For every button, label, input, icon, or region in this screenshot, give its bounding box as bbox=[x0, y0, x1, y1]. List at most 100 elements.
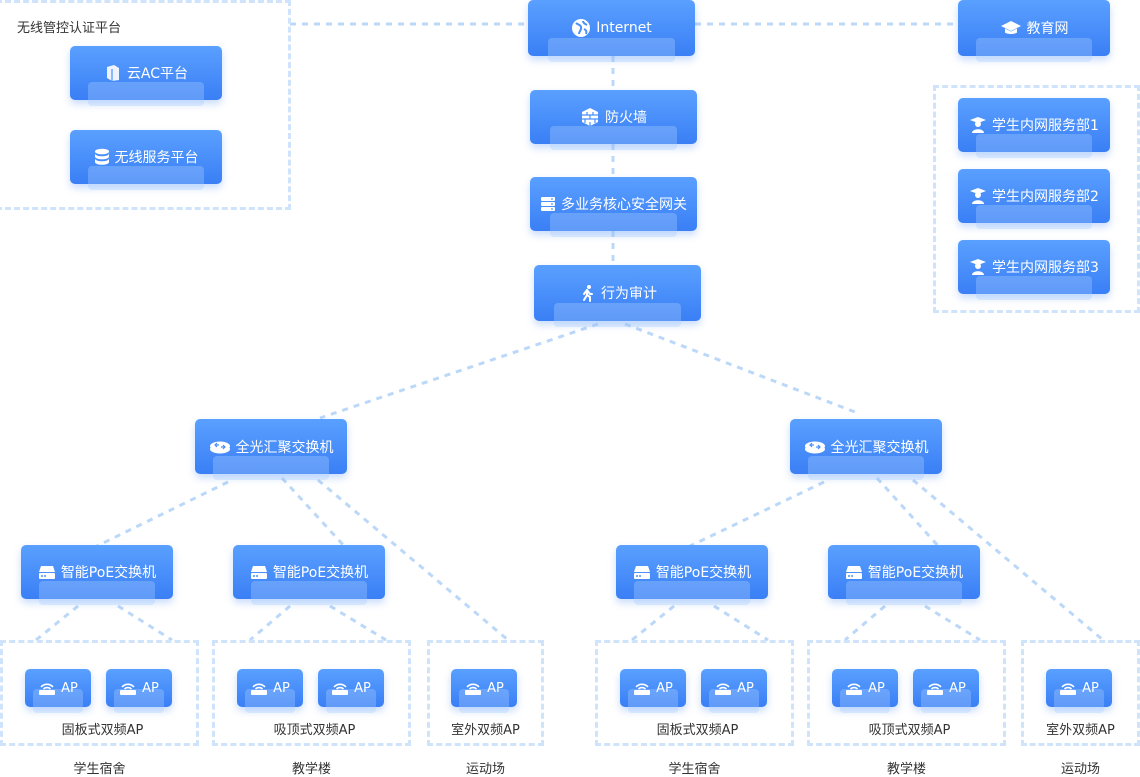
student-server-label: 学生内网服务部2 bbox=[992, 189, 1099, 205]
ap-zone-outdoor-left bbox=[427, 640, 544, 746]
ap-group-caption: 室外双频AP bbox=[1046, 723, 1115, 738]
ap-label: AP bbox=[737, 680, 754, 696]
area-label-teaching: 教学楼 bbox=[291, 762, 331, 777]
aggregation-switch-label: 全光汇聚交换机 bbox=[830, 439, 929, 456]
ap-group-caption: 吸顶式双频AP bbox=[868, 723, 951, 738]
poe-switch-2[interactable]: 智能PoE交换机 bbox=[233, 545, 385, 605]
wireless-service-label: 无线服务平台 bbox=[114, 150, 199, 166]
ap-group-caption: 室外双频AP bbox=[451, 723, 520, 738]
student-server-zone bbox=[933, 85, 1140, 313]
access-point-icon bbox=[119, 681, 137, 695]
globe-icon bbox=[571, 18, 591, 38]
platform-group-title: 无线管控认证平台 bbox=[17, 21, 122, 36]
ap-zone-outdoor-right bbox=[1021, 640, 1140, 746]
ap-node[interactable]: AP bbox=[106, 669, 172, 713]
ap-node[interactable]: AP bbox=[237, 669, 303, 713]
firewall-icon bbox=[580, 107, 600, 127]
ap-label: AP bbox=[142, 680, 159, 696]
book-icon bbox=[104, 64, 122, 82]
access-point-icon bbox=[38, 681, 56, 695]
access-point-icon bbox=[1059, 681, 1077, 695]
ap-label: AP bbox=[1082, 680, 1099, 696]
access-point-icon bbox=[331, 681, 349, 695]
access-point-icon bbox=[250, 681, 268, 695]
access-point-icon bbox=[845, 681, 863, 695]
poe-switch-4[interactable]: 智能PoE交换机 bbox=[828, 545, 980, 605]
core-gateway-label: 多业务核心安全网关 bbox=[561, 197, 687, 213]
firewall-node[interactable]: 防火墙 bbox=[530, 90, 697, 150]
poe-switch-label: 智能PoE交换机 bbox=[60, 565, 157, 581]
student-server-node-3[interactable]: 学生内网服务部3 bbox=[958, 240, 1110, 300]
internet-label: Internet bbox=[596, 20, 652, 36]
aggregation-switch-label: 全光汇聚交换机 bbox=[235, 439, 334, 456]
student-icon bbox=[969, 258, 987, 276]
poe-switch-label: 智能PoE交换机 bbox=[272, 565, 369, 581]
firewall-label: 防火墙 bbox=[605, 110, 647, 126]
student-server-label: 学生内网服务部1 bbox=[992, 118, 1099, 134]
ap-node[interactable]: AP bbox=[913, 669, 979, 713]
ap-zone-panel-left bbox=[0, 640, 199, 746]
ap-node[interactable]: AP bbox=[701, 669, 767, 713]
ap-zone-panel-right bbox=[595, 640, 794, 746]
area-label-dorm: 学生宿舍 bbox=[668, 762, 721, 777]
platform-group-zone: 无线管控认证平台 bbox=[0, 0, 291, 210]
ap-node[interactable]: AP bbox=[25, 669, 91, 713]
student-server-node-1[interactable]: 学生内网服务部1 bbox=[958, 98, 1110, 158]
server-icon bbox=[540, 196, 556, 212]
ap-zone-ceiling-right bbox=[807, 640, 1006, 746]
poe-switch-label: 智能PoE交换机 bbox=[655, 565, 752, 581]
internet-node[interactable]: Internet bbox=[528, 0, 695, 62]
switch-icon bbox=[845, 564, 863, 580]
edu-net-label: 教育网 bbox=[1026, 21, 1069, 37]
switch-icon bbox=[633, 564, 651, 580]
graduation-cap-icon bbox=[1000, 20, 1022, 36]
ap-node[interactable]: AP bbox=[451, 669, 517, 713]
ap-label: AP bbox=[949, 680, 966, 696]
access-point-icon bbox=[464, 681, 482, 695]
router-icon bbox=[804, 440, 826, 454]
ap-group-caption: 固板式双频AP bbox=[61, 723, 144, 738]
ap-node[interactable]: AP bbox=[1046, 669, 1112, 713]
audit-label: 行为审计 bbox=[601, 286, 657, 302]
switch-icon bbox=[250, 564, 268, 580]
core-gateway-node[interactable]: 多业务核心安全网关 bbox=[530, 177, 697, 237]
access-point-icon bbox=[714, 681, 732, 695]
database-icon bbox=[94, 148, 110, 166]
wireless-service-node[interactable]: 无线服务平台 bbox=[70, 130, 222, 190]
switch-icon bbox=[38, 564, 56, 580]
ap-label: AP bbox=[868, 680, 885, 696]
edu-net-node[interactable]: 教育网 bbox=[958, 0, 1110, 62]
ap-label: AP bbox=[354, 680, 371, 696]
area-label-sports: 运动场 bbox=[1060, 762, 1100, 777]
audit-node[interactable]: 行为审计 bbox=[534, 265, 701, 327]
ap-node[interactable]: AP bbox=[832, 669, 898, 713]
poe-switch-3[interactable]: 智能PoE交换机 bbox=[616, 545, 768, 605]
aggregation-switch-right[interactable]: 全光汇聚交换机 bbox=[790, 419, 942, 480]
ap-zone-ceiling-left bbox=[212, 640, 411, 746]
poe-switch-1[interactable]: 智能PoE交换机 bbox=[21, 545, 173, 605]
ap-label: AP bbox=[487, 680, 504, 696]
area-label-sports: 运动场 bbox=[465, 762, 505, 777]
poe-switch-label: 智能PoE交换机 bbox=[867, 565, 964, 581]
ap-node[interactable]: AP bbox=[620, 669, 686, 713]
student-icon bbox=[969, 187, 987, 205]
ap-label: AP bbox=[61, 680, 78, 696]
ap-label: AP bbox=[656, 680, 673, 696]
access-point-icon bbox=[633, 681, 651, 695]
cloud-ac-label: 云AC平台 bbox=[126, 66, 189, 82]
ap-group-caption: 吸顶式双频AP bbox=[273, 723, 356, 738]
ap-label: AP bbox=[273, 680, 290, 696]
cloud-ac-node[interactable]: 云AC平台 bbox=[70, 46, 222, 106]
walking-person-icon bbox=[578, 284, 596, 302]
student-server-label: 学生内网服务部3 bbox=[992, 260, 1099, 276]
area-label-dorm: 学生宿舍 bbox=[73, 762, 126, 777]
ap-group-caption: 固板式双频AP bbox=[656, 723, 739, 738]
router-icon bbox=[209, 440, 231, 454]
student-icon bbox=[969, 116, 987, 134]
access-point-icon bbox=[926, 681, 944, 695]
aggregation-switch-left[interactable]: 全光汇聚交换机 bbox=[195, 419, 347, 480]
area-label-teaching: 教学楼 bbox=[886, 762, 926, 777]
student-server-node-2[interactable]: 学生内网服务部2 bbox=[958, 169, 1110, 229]
ap-node[interactable]: AP bbox=[318, 669, 384, 713]
